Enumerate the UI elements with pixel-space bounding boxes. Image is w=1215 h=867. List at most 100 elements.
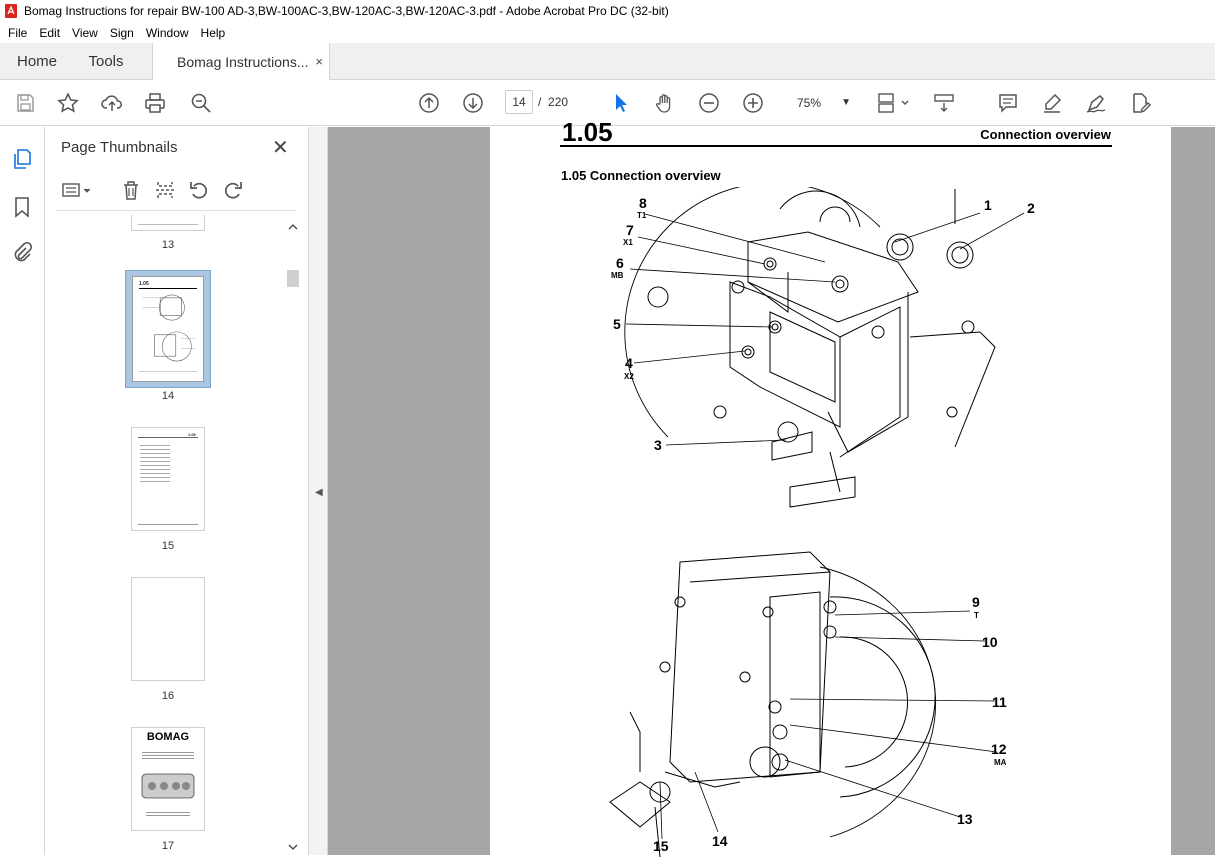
chapter-number: 1.05 [562,117,613,147]
zoom-in-icon[interactable] [741,91,765,115]
delete-icon[interactable] [118,177,144,203]
toolbar [0,80,1215,197]
callout-7-sub: X1 [623,238,633,247]
callout-4: 4 [625,355,633,371]
callout-12: 12 [991,741,1007,757]
thumbnail-page-16[interactable] [131,577,205,681]
menu-file[interactable]: File [8,25,28,40]
comment-icon[interactable] [996,91,1020,115]
header-rule [560,145,1112,147]
callout-6: 6 [616,255,624,271]
callout-12-sub: MA [994,758,1007,767]
highlight-icon[interactable] [1040,91,1064,115]
star-icon[interactable] [56,91,80,115]
document-canvas[interactable]: 1.05 Connection overview 1.05 Connection… [328,117,1215,858]
thumbnail-label-13: 13 [161,239,175,251]
tab-close-button[interactable]: × [315,54,323,69]
callout-11: 11 [992,694,1007,710]
left-rail [0,127,45,855]
upload-icon[interactable] [100,91,124,115]
attachment-icon[interactable] [10,241,34,265]
callout-1: 1 [984,197,992,213]
menu-window[interactable]: Window [145,25,189,40]
callout-10: 10 [982,634,998,650]
page-thumbnails-icon[interactable] [10,147,34,171]
thumbnail-label-17: 17 [161,840,175,852]
bookmark-icon[interactable] [10,195,34,219]
panel-title: Page Thumbnails [61,139,178,156]
thumbnail-page-13[interactable] [131,215,205,231]
zoom-value: 75% [797,96,822,110]
tab-home[interactable]: Home [16,53,57,70]
scroll-mode-icon[interactable] [932,91,956,115]
fit-page-icon[interactable] [876,91,912,115]
panel-toolbar [56,169,296,211]
hand-icon[interactable] [653,91,677,115]
callout-9-sub: T [974,611,979,620]
section-title: 1.05 Connection overview [561,168,721,183]
menu-edit[interactable]: Edit [39,25,61,40]
collapse-panel-icon[interactable]: ◀ [315,487,323,498]
rotate-left-icon[interactable] [186,177,212,203]
page-header-title: Connection overview [980,127,1111,142]
thumbnail-page-17[interactable]: BOMAG [131,727,205,831]
pdf-page: 1.05 Connection overview 1.05 Connection… [490,117,1171,858]
callout-4-sub: X2 [624,372,634,381]
menu-view[interactable]: View [72,25,98,40]
callout-8-sub: T1 [637,211,647,220]
callout-9: 9 [972,594,980,610]
callout-15: 15 [653,838,669,854]
page-total: / 220 [538,95,569,109]
thumbnail-page-15[interactable]: 1.06 [131,427,205,531]
tab-document[interactable]: Bomag Instructions... × [152,43,330,81]
callout-8: 8 [639,195,647,211]
thumbnail-page-14[interactable]: 1.05 [125,270,211,388]
select-arrow-icon[interactable] [609,91,633,115]
menu-help[interactable]: Help [200,25,226,40]
page-up-icon[interactable] [417,91,441,115]
callout-14: 14 [712,833,728,849]
scrollbar-thumb[interactable] [287,270,299,287]
page-number-input[interactable]: 14 [505,90,533,114]
edit-pdf-icon[interactable] [1128,91,1152,115]
scroll-down-icon[interactable] [286,842,300,852]
thumbnail-scrollbar[interactable] [286,218,300,855]
close-icon[interactable]: ✕ [272,137,289,159]
extract-icon[interactable] [152,177,178,203]
zoom-select[interactable]: 75% ▼ [782,90,858,114]
bomag-logo: BOMAG [146,731,190,743]
thumbnail-options-icon[interactable] [60,177,96,203]
print-icon[interactable] [143,91,167,115]
callout-7: 7 [626,222,634,238]
callout-3: 3 [654,437,662,453]
menu-bar: File Edit View Sign Window Help [0,22,1215,43]
page-down-icon[interactable] [461,91,485,115]
save-icon[interactable] [13,91,37,115]
chevron-down-icon: ▼ [841,97,851,108]
tab-document-label: Bomag Instructions... [177,54,309,70]
window-title: Bomag Instructions for repair BW-100 AD-… [24,4,669,18]
callout-13: 13 [957,811,973,827]
menu-sign[interactable]: Sign [109,25,134,40]
sign-icon[interactable] [1084,91,1108,115]
thumbnails-panel: Page Thumbnails ✕ 13 1.05 [46,127,308,855]
callout-leaders [625,212,1025,840]
zoom-out-icon[interactable] [697,91,721,115]
pump-illustration-top [624,187,996,508]
thumbnail-list: 13 1.05 14 1.06 15 [46,215,294,855]
acrobat-icon [5,4,17,18]
title-bar: Bomag Instructions for repair BW-100 AD-… [0,0,1215,22]
callout-2: 2 [1027,200,1035,216]
callout-6-sub: MB [611,271,624,280]
thumbnail-label-16: 16 [161,690,175,702]
pump-illustration-bottom [609,551,937,858]
rotate-right-icon[interactable] [220,177,246,203]
thumbnail-label-14: 14 [161,390,175,402]
tab-bar: Home Tools Bomag Instructions... × [0,43,1215,81]
scroll-up-icon[interactable] [286,222,300,232]
tab-tools[interactable]: Tools [88,53,124,70]
panel-splitter[interactable]: ◀ [308,127,328,855]
thumbnail-label-15: 15 [161,540,175,552]
search-zoom-icon[interactable] [189,91,213,115]
callout-5: 5 [613,316,621,332]
